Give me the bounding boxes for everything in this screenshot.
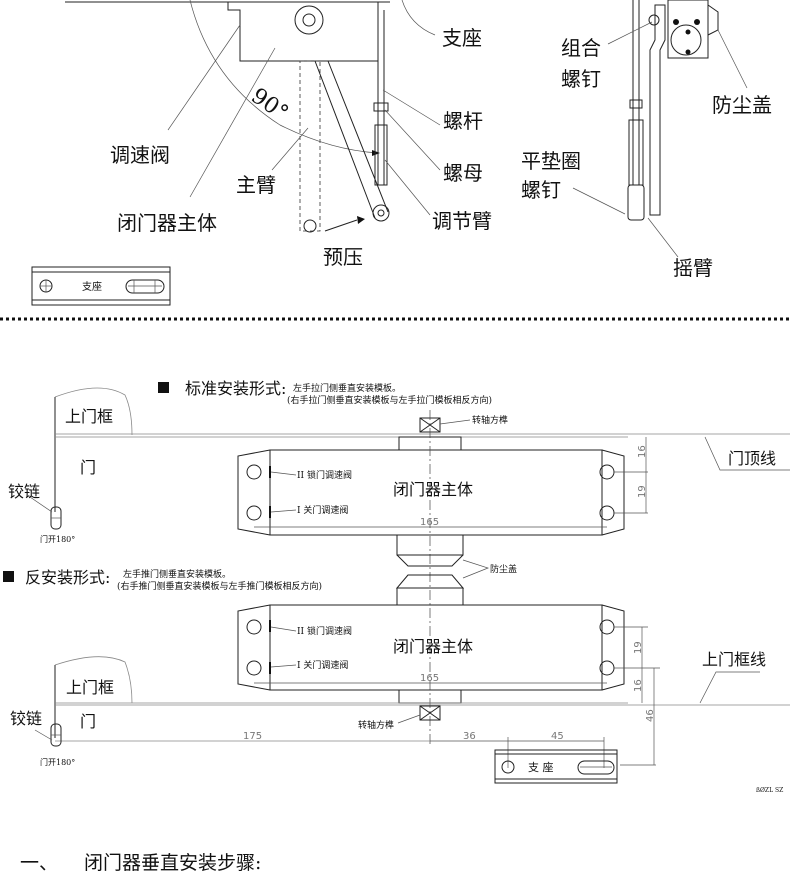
rev-dim-width: 165 xyxy=(420,673,439,684)
drawing-code: ßØZL SZ xyxy=(756,787,783,794)
label-screw-rod: 螺杆 xyxy=(443,109,483,133)
label-nut: 螺母 xyxy=(443,161,483,185)
upper-frame-line-label: 上门框线 xyxy=(702,650,766,669)
std-dim-width: 165 xyxy=(420,517,439,528)
step-number: 一、 xyxy=(20,852,59,874)
rev-door-open-label: 门开180° xyxy=(40,757,75,767)
rev-valve-2-label: II 锁门调速阀 xyxy=(297,625,352,637)
std-upper-frame-label: 上门框 xyxy=(65,407,113,426)
rev-dim-bracket-holes: 45 xyxy=(551,731,564,742)
rev-dim-hole-spacing: 19 xyxy=(633,641,644,654)
bracket-plate-top xyxy=(31,266,171,306)
standard-note-1: 左手拉门侧垂直安装模板。 xyxy=(293,382,401,394)
rev-bracket-label: 支 座 xyxy=(528,760,554,774)
label-dust-cover: 防尘盖 xyxy=(712,93,772,117)
label-adjust-arm: 调节臂 xyxy=(432,209,492,233)
std-valve-1-label: I 关门调速阀 xyxy=(297,504,348,516)
pivot-circle xyxy=(294,5,324,35)
label-main-arm: 主臂 xyxy=(236,173,276,197)
reverse-note-1: 左手推门侧垂直安装模板。 xyxy=(123,568,231,580)
rev-dim-bracket-height: 46 xyxy=(645,709,656,722)
label-bracket: 支座 xyxy=(442,26,482,50)
side-view-drawing xyxy=(572,0,748,258)
label-combo-screw-1: 组合 xyxy=(561,36,601,60)
standard-note-2: (右手拉门侧垂直安装模板与左手拉门模板相反方向) xyxy=(287,394,492,406)
bracket-plate-label: 支座 xyxy=(82,280,102,293)
door-top-line-label: 门顶线 xyxy=(728,449,776,468)
std-shaft-label: 转轴方榫 xyxy=(472,414,508,426)
standard-frame xyxy=(29,387,790,745)
rev-dim-bottom-offset: 16 xyxy=(633,679,644,692)
rev-hinge-label: 铰链 xyxy=(10,709,42,728)
std-door-open-label: 门开180° xyxy=(40,534,75,544)
rev-upper-frame-label: 上门框 xyxy=(66,678,114,697)
rev-dim-shaft-to-bracket: 36 xyxy=(463,731,476,742)
label-washer-screw-1: 平垫圈 xyxy=(521,149,581,173)
step-text: 闭门器垂直安装步骤: xyxy=(84,852,262,874)
std-door-label: 门 xyxy=(80,458,96,477)
std-body-label: 闭门器主体 xyxy=(393,480,473,499)
label-preload: 预压 xyxy=(323,245,363,269)
label-speed-valve: 调速阀 xyxy=(110,143,170,167)
label-rocker-arm: 摇臂 xyxy=(673,256,713,280)
angle-label: 90° xyxy=(246,84,292,127)
swing-arc xyxy=(189,0,379,154)
reverse-frame xyxy=(34,604,790,784)
reverse-note-2: (右手推门侧垂直安装模板与左手推门模板相反方向) xyxy=(117,580,322,592)
rev-dim-hinge-to-shaft: 175 xyxy=(243,731,262,742)
step-heading: 一、 闭门器垂直安装步骤: xyxy=(20,848,287,875)
bullet-square-icon xyxy=(158,382,169,393)
rev-door-label: 门 xyxy=(80,712,96,731)
label-combo-screw-2: 螺钉 xyxy=(561,67,601,91)
rev-body-label: 闭门器主体 xyxy=(393,637,473,656)
std-dim-top-offset: 16 xyxy=(637,445,648,458)
label-washer-screw-2: 螺钉 xyxy=(521,178,561,202)
std-valve-2-label: II 锁门调速阀 xyxy=(297,469,352,481)
top-closer-drawing: 90° xyxy=(65,0,441,233)
standard-title: 标准安装形式: xyxy=(185,379,286,398)
main-arm-outline xyxy=(299,60,321,232)
label-closer-body: 闭门器主体 xyxy=(117,211,217,235)
reverse-title: 反安装形式: xyxy=(25,568,110,587)
rev-dust-cover-label: 防尘盖 xyxy=(490,563,517,575)
rev-valve-1-label: I 关门调速阀 xyxy=(297,659,348,671)
bullet-square-icon xyxy=(3,571,14,582)
rev-shaft-label: 转轴方榫 xyxy=(358,719,394,731)
std-hinge-label: 铰链 xyxy=(8,482,40,501)
std-dim-hole-spacing: 19 xyxy=(637,485,648,498)
